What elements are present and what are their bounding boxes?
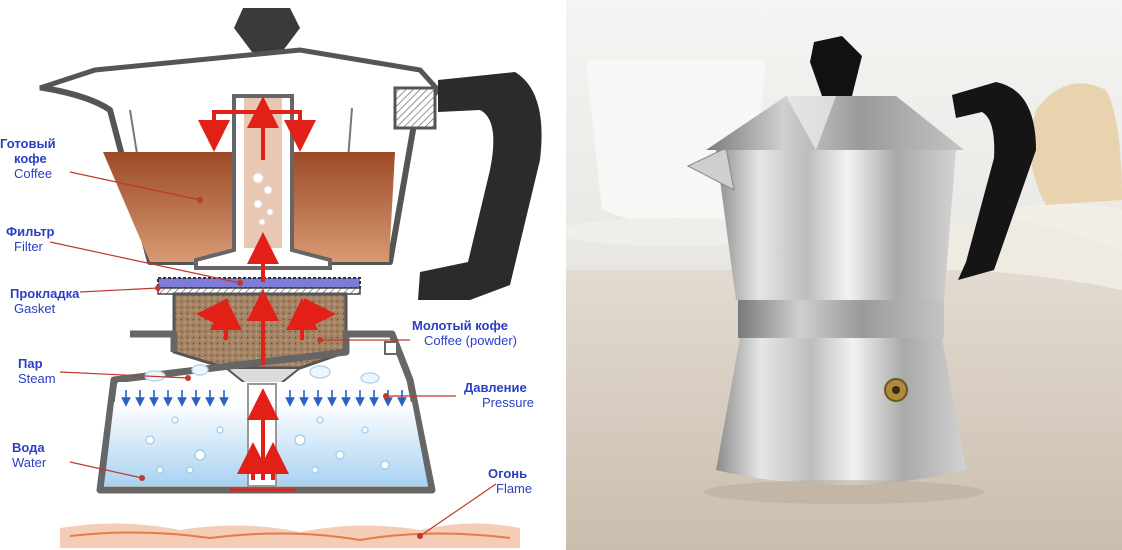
label-powder-ru: Молотый кофе (412, 318, 508, 333)
photo-middle-band (738, 300, 944, 338)
label-filter: Фильтр Filter (6, 224, 55, 254)
label-coffee-ru-2: кофе (14, 151, 47, 166)
filter-band (157, 277, 361, 289)
boiler (96, 330, 436, 494)
label-flame-ru: Огонь (488, 466, 528, 481)
label-pressure-en: Pressure (482, 395, 535, 410)
label-steam: Пар Steam (18, 356, 56, 386)
flame (60, 523, 520, 548)
photo-lid (706, 96, 964, 150)
photo-boiler (716, 338, 966, 485)
label-powder: Молотый кофе Coffee (powder) (412, 318, 517, 348)
lid-knob (234, 8, 300, 52)
label-pressure: Давление Pressure (464, 380, 534, 410)
moka-pot-diagram (39, 8, 542, 548)
label-pressure-ru: Давление (464, 380, 527, 395)
label-steam-ru: Пар (18, 356, 43, 371)
photo-handle (952, 82, 1036, 280)
label-water: Вода Water (12, 440, 46, 470)
label-coffee-ru-1: Готовый (0, 136, 56, 151)
photo-knob (810, 36, 862, 96)
label-gasket: Прокладка Gasket (10, 286, 79, 316)
moka-pot-photo (566, 0, 1122, 550)
label-steam-en: Steam (18, 371, 56, 386)
label-flame-en: Flame (496, 481, 533, 496)
label-gasket-en: Gasket (14, 301, 56, 316)
label-water-ru: Вода (12, 440, 45, 455)
label-filter-ru: Фильтр (6, 224, 55, 239)
background-pastry (1030, 83, 1122, 205)
label-filter-en: Filter (14, 239, 43, 254)
label-gasket-ru: Прокладка (10, 286, 80, 301)
label-flame: Огонь Flame (488, 466, 532, 496)
handle (418, 72, 542, 300)
flow-arrows (196, 96, 336, 492)
label-coffee: Готовый кофе Coffee (0, 136, 56, 181)
label-water-en: Water (12, 455, 47, 470)
photo-upper-body (716, 150, 956, 300)
label-coffee-en: Coffee (14, 166, 53, 181)
label-powder-en: Coffee (powder) (424, 333, 517, 348)
